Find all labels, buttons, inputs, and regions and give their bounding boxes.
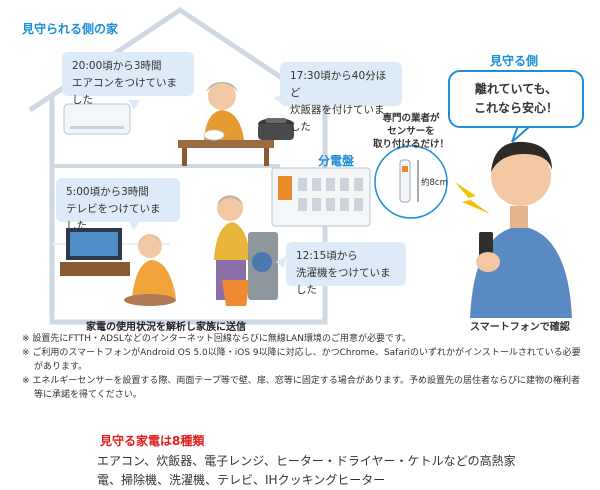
woman-eating-icon <box>178 82 274 166</box>
rice-time: 17:30頃から40分ほど <box>290 70 387 99</box>
woman-laundry-icon <box>214 195 250 306</box>
panel-label: 分電盤 <box>318 154 355 168</box>
lightning-icon <box>455 182 490 214</box>
wash-action: 洗濯機をつけていました <box>296 267 391 296</box>
washing-machine-icon <box>248 232 278 300</box>
aircon-icon <box>63 103 131 135</box>
bubble-tail <box>128 220 140 230</box>
bubble-tail <box>128 100 140 110</box>
rice-cooker-icon <box>258 118 294 140</box>
aircon-bubble: 20:00頃から3時間 エアコンをつけていました <box>62 52 194 106</box>
appliance-types-list: エアコン、炊飯器、電子レンジ、ヒーター・ドライヤー・ケトルなどの高熱家 電、掃除… <box>97 452 567 490</box>
aircon-time: 20:00頃から3時間 <box>72 60 162 72</box>
sensor-line: 取り付けるだけ！ <box>372 139 449 150</box>
appliance-types-title: 見守る家電は8種類 <box>100 434 205 448</box>
appliance-list-line: 電、掃除機、洗濯機、テレビ、IHクッキングヒーター <box>97 473 386 487</box>
sensor-note: 専門の業者が センサーを 取り付けるだけ！ <box>356 112 466 151</box>
note-item: ※ ご利用のスマートフォンがAndroid OS 5.0以降・iOS 9以降に対… <box>22 348 581 372</box>
appliance-list-line: エアコン、炊飯器、電子レンジ、ヒーター・ドライヤー・ケトルなどの高熱家 <box>97 454 516 468</box>
rice-action: 炊飯器を付けていました <box>290 104 385 133</box>
sensor-line: センサーを <box>387 126 435 137</box>
house-caption: 家電の使用状況を解析し家族に送信 <box>86 322 246 333</box>
wash-bubble: 12:15頃から 洗濯機をつけていました <box>286 242 406 296</box>
wash-time: 12:15頃から <box>296 250 358 262</box>
rice-bubble: 17:30頃から40分ほど 炊飯器を付けていました <box>280 62 402 133</box>
tv-icon <box>60 228 130 276</box>
sensor-line: 専門の業者が <box>382 113 440 124</box>
aircon-action: エアコンをつけていました <box>72 77 177 106</box>
house-illustration: 約8cm <box>28 6 572 325</box>
watcher-bubble-line: 離れていても、 <box>474 82 558 96</box>
watcher-caption: スマートフォンで確認 <box>470 322 570 333</box>
tv-action: テレビをつけていました <box>66 203 161 232</box>
watcher-bubble: 離れていても、 これなら安心！ <box>448 70 584 128</box>
note-item: ※ エネルギーセンサーを設置する際、両面テープ等で壁、扉、窓等に固定する場合があ… <box>22 376 580 400</box>
sensor-icon <box>374 145 448 219</box>
woman-sitting-icon <box>124 234 176 306</box>
note-item: ※ 設置先にFTTH・ADSLなどのインターネット回線ならびに無線LAN環境のご… <box>22 334 412 344</box>
tv-time: 5:00頃から3時間 <box>66 186 149 198</box>
sensor-size-label: 約8cm <box>421 177 448 188</box>
watcher-label: 見守る側 <box>490 54 539 68</box>
bubble-tail <box>276 256 286 268</box>
distribution-panel <box>271 167 371 227</box>
watcher-bubble-line: これなら安心！ <box>473 101 558 115</box>
bubble-tail <box>511 125 533 143</box>
house-title: 見守られる側の家 <box>22 22 119 36</box>
man-with-smartphone-icon <box>470 141 572 318</box>
tv-bubble: 5:00頃から3時間 テレビをつけていました <box>56 178 180 232</box>
notes: ※ 設置先にFTTH・ADSLなどのインターネット回線ならびに無線LAN環境のご… <box>22 332 584 402</box>
